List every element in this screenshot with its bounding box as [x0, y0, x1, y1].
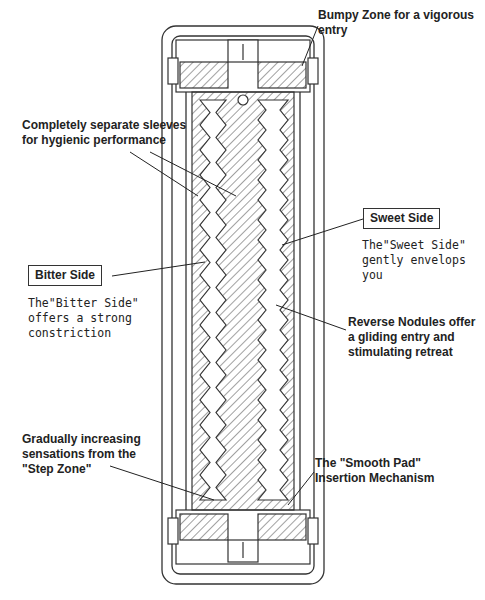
bottom-cap [168, 510, 318, 564]
box-title: Bitter Side [35, 268, 95, 283]
top-cap [168, 40, 318, 92]
callout-text: Reverse Nodules offer a gliding entry an… [348, 315, 478, 360]
side-label-box: Sweet Side [363, 208, 440, 229]
bitter-channel [200, 100, 226, 500]
callout-text: Bumpy Zone for a vigorous entry [318, 8, 478, 38]
outer-shell [162, 26, 324, 584]
callout-text: The "Smooth Pad" Insertion Mechanism [315, 456, 475, 486]
side-label-box: Bitter Side [28, 265, 102, 286]
sweet-channel [258, 100, 288, 500]
description-text: The"Bitter Side" offers a strong constri… [28, 296, 163, 341]
leader-lines [110, 26, 363, 505]
box-title: Sweet Side [370, 211, 433, 226]
callout-text: Completely separate sleeves for hygienic… [22, 118, 197, 148]
inner-sleeve [192, 92, 294, 510]
description-text: The"Sweet Side" gently envelops you [362, 238, 480, 283]
callout-text: Gradually increasing sensations from the… [22, 432, 157, 477]
